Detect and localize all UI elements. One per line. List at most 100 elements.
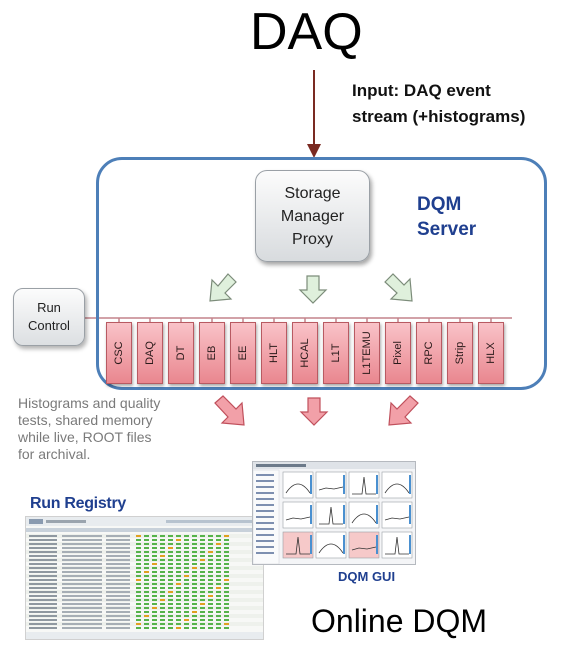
rr-status-cell <box>192 603 197 605</box>
rr-status-cell <box>160 567 165 569</box>
rr-status-cell <box>208 615 213 617</box>
gui-color-scale <box>376 475 378 494</box>
rr-status-cell <box>208 555 213 557</box>
rr-status-cell <box>136 599 141 601</box>
rr-status-cell <box>168 539 173 541</box>
rr-status-cell <box>200 587 205 589</box>
input-label-line1: Input: DAQ event <box>352 81 491 100</box>
rr-status-cell <box>200 535 205 537</box>
rr-status-cell <box>176 543 181 545</box>
rr-row-text <box>62 575 102 577</box>
rr-status-cell <box>184 555 189 557</box>
rr-status-cell <box>168 547 173 549</box>
rr-row-id <box>29 551 57 553</box>
rr-status-cell <box>160 559 165 561</box>
rr-status-cell <box>184 607 189 609</box>
rr-status-cell <box>160 591 165 593</box>
gui-histogram-curve <box>318 543 344 554</box>
gui-panel <box>348 531 380 559</box>
rr-status-cell <box>144 595 149 597</box>
rr-status-cell <box>168 571 173 573</box>
rr-status-cell <box>184 599 189 601</box>
rr-status-cell <box>200 539 205 541</box>
run-registry-title: Run Registry <box>30 495 126 512</box>
rr-status-cell <box>192 623 197 625</box>
rr-status-cell <box>224 543 229 545</box>
rr-status-cell <box>208 535 213 537</box>
dqm-gui-screenshot <box>252 461 416 565</box>
rr-status-cell <box>192 551 197 553</box>
rr-status-cell <box>200 627 205 629</box>
rr-status-cell <box>136 579 141 581</box>
rr-row-id <box>29 627 57 629</box>
rr-status-cell <box>200 607 205 609</box>
rr-status-cell <box>160 615 165 617</box>
rr-status-cell <box>136 567 141 569</box>
rr-status-cell <box>192 627 197 629</box>
rr-status-cell <box>136 551 141 553</box>
rr-status-cell <box>224 587 229 589</box>
rr-status-cell <box>200 567 205 569</box>
gui-sidebar-entry <box>256 498 274 500</box>
rr-row-text <box>62 579 102 581</box>
rr-status-cell <box>176 559 181 561</box>
rr-status-cell <box>208 627 213 629</box>
module-daq: DAQ <box>137 322 163 384</box>
gui-sidebar-entry <box>256 522 274 524</box>
gui-panel <box>315 531 347 559</box>
rr-status-cell <box>152 535 157 537</box>
gui-color-scale <box>409 505 411 524</box>
rr-status-cell <box>152 567 157 569</box>
rr-status-cell <box>168 627 173 629</box>
rr-row-text <box>106 555 130 557</box>
rr-status-cell <box>184 611 189 613</box>
gui-color-scale <box>409 475 411 494</box>
rr-status-cell <box>208 623 213 625</box>
rr-nav-bar <box>166 520 256 523</box>
rr-status-cell <box>168 551 173 553</box>
dqm-gui-label: DQM GUI <box>338 569 396 584</box>
gui-color-scale <box>409 535 411 554</box>
gui-toolbar-text <box>256 464 306 467</box>
gui-sidebar-entry <box>256 504 274 506</box>
rr-row-text <box>106 535 130 537</box>
gui-panel <box>381 501 413 529</box>
rr-status-cell <box>216 595 221 597</box>
rr-status-cell <box>136 547 141 549</box>
rr-status-cell <box>192 555 197 557</box>
rr-status-cell <box>192 571 197 573</box>
rr-status-cell <box>176 583 181 585</box>
rr-status-cell <box>168 615 173 617</box>
rr-status-cell <box>160 571 165 573</box>
rr-row-text <box>106 603 130 605</box>
rr-status-cell <box>168 555 173 557</box>
dqm-server-line2: Server <box>417 219 477 240</box>
rr-status-cell <box>184 615 189 617</box>
gui-sidebar-entries <box>256 474 274 554</box>
rr-title-bar <box>46 520 86 523</box>
rr-status-cell <box>152 587 157 589</box>
rr-status-cell <box>136 627 141 629</box>
rr-status-cell <box>152 575 157 577</box>
gui-sidebar-entry <box>256 510 274 512</box>
input-label: Input: DAQ event stream (+histograms) <box>352 78 582 130</box>
rr-status-cell <box>224 567 229 569</box>
module-hlx: HLX <box>478 322 504 384</box>
rr-status-cell <box>208 619 213 621</box>
rr-status-cell <box>224 599 229 601</box>
rr-status-cell <box>224 591 229 593</box>
rr-status-cell <box>160 627 165 629</box>
rr-row-text <box>62 619 102 621</box>
rr-row-id <box>29 543 57 545</box>
gui-sidebar-entry <box>256 540 274 542</box>
rr-status-cell <box>144 547 149 549</box>
rr-status-cell <box>208 607 213 609</box>
rr-status-cell <box>192 547 197 549</box>
rr-status-cell <box>208 567 213 569</box>
run-control-line1: Run <box>37 300 61 315</box>
rr-row-text <box>62 539 102 541</box>
rr-row-text <box>106 583 130 585</box>
module-strip: Strip <box>447 322 473 384</box>
rr-row-text <box>62 551 102 553</box>
rr-status-cell <box>176 575 181 577</box>
